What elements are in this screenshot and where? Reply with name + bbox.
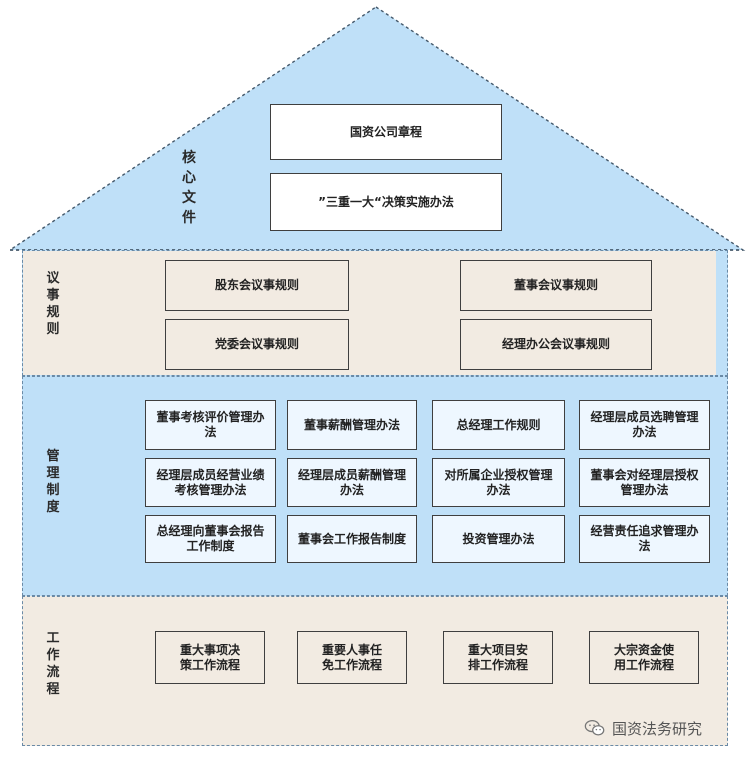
mgmt-item-11: 投资管理办法 [432, 515, 565, 563]
management-label: 管理制度 [46, 449, 60, 515]
mgmt-item-7: 对所属企业授权管理办法 [432, 458, 565, 507]
rules-item-manager-office: 经理办公会议事规则 [460, 319, 652, 370]
mgmt-item-2: 董事薪酬管理办法 [287, 400, 417, 450]
mgmt-item-8: 董事会对经理层授权管理办法 [579, 458, 710, 507]
mgmt-item-10: 董事会工作报告制度 [287, 515, 417, 563]
core-label: 核心文件 [182, 150, 196, 226]
mgmt-item-4: 经理层成员选聘管理办法 [579, 400, 710, 450]
workflow-item-major-decisions: 重大事项决策工作流程 [155, 631, 265, 684]
workflow-label: 工作流程 [46, 631, 60, 697]
workflow-item-projects: 重大项目安排工作流程 [443, 631, 553, 684]
mgmt-item-6: 经理层成员薪酬管理办法 [287, 458, 417, 507]
rules-item-board: 董事会议事规则 [460, 260, 652, 311]
mgmt-item-1: 董事考核评价管理办法 [145, 400, 276, 450]
workflow-item-funds: 大宗资金使用工作流程 [589, 631, 699, 684]
rules-label: 议事规则 [46, 271, 60, 337]
core-item-sanzhongyida: ”三重一大“决策实施办法 [270, 173, 502, 231]
watermark: 国资法务研究 [584, 716, 702, 740]
rules-item-shareholders: 股东会议事规则 [165, 260, 349, 311]
mgmt-item-12: 经营责任追求管理办法 [579, 515, 710, 563]
workflow-item-personnel: 重要人事任免工作流程 [297, 631, 407, 684]
mgmt-item-3: 总经理工作规则 [432, 400, 565, 450]
wechat-icon [584, 720, 605, 736]
mgmt-item-5: 经理层成员经营业绩考核管理办法 [145, 458, 276, 507]
core-item-charter: 国资公司章程 [270, 104, 502, 160]
rules-item-party: 党委会议事规则 [165, 319, 349, 370]
watermark-text: 国资法务研究 [612, 719, 703, 738]
mgmt-item-9: 总经理向董事会报告工作制度 [145, 515, 276, 563]
